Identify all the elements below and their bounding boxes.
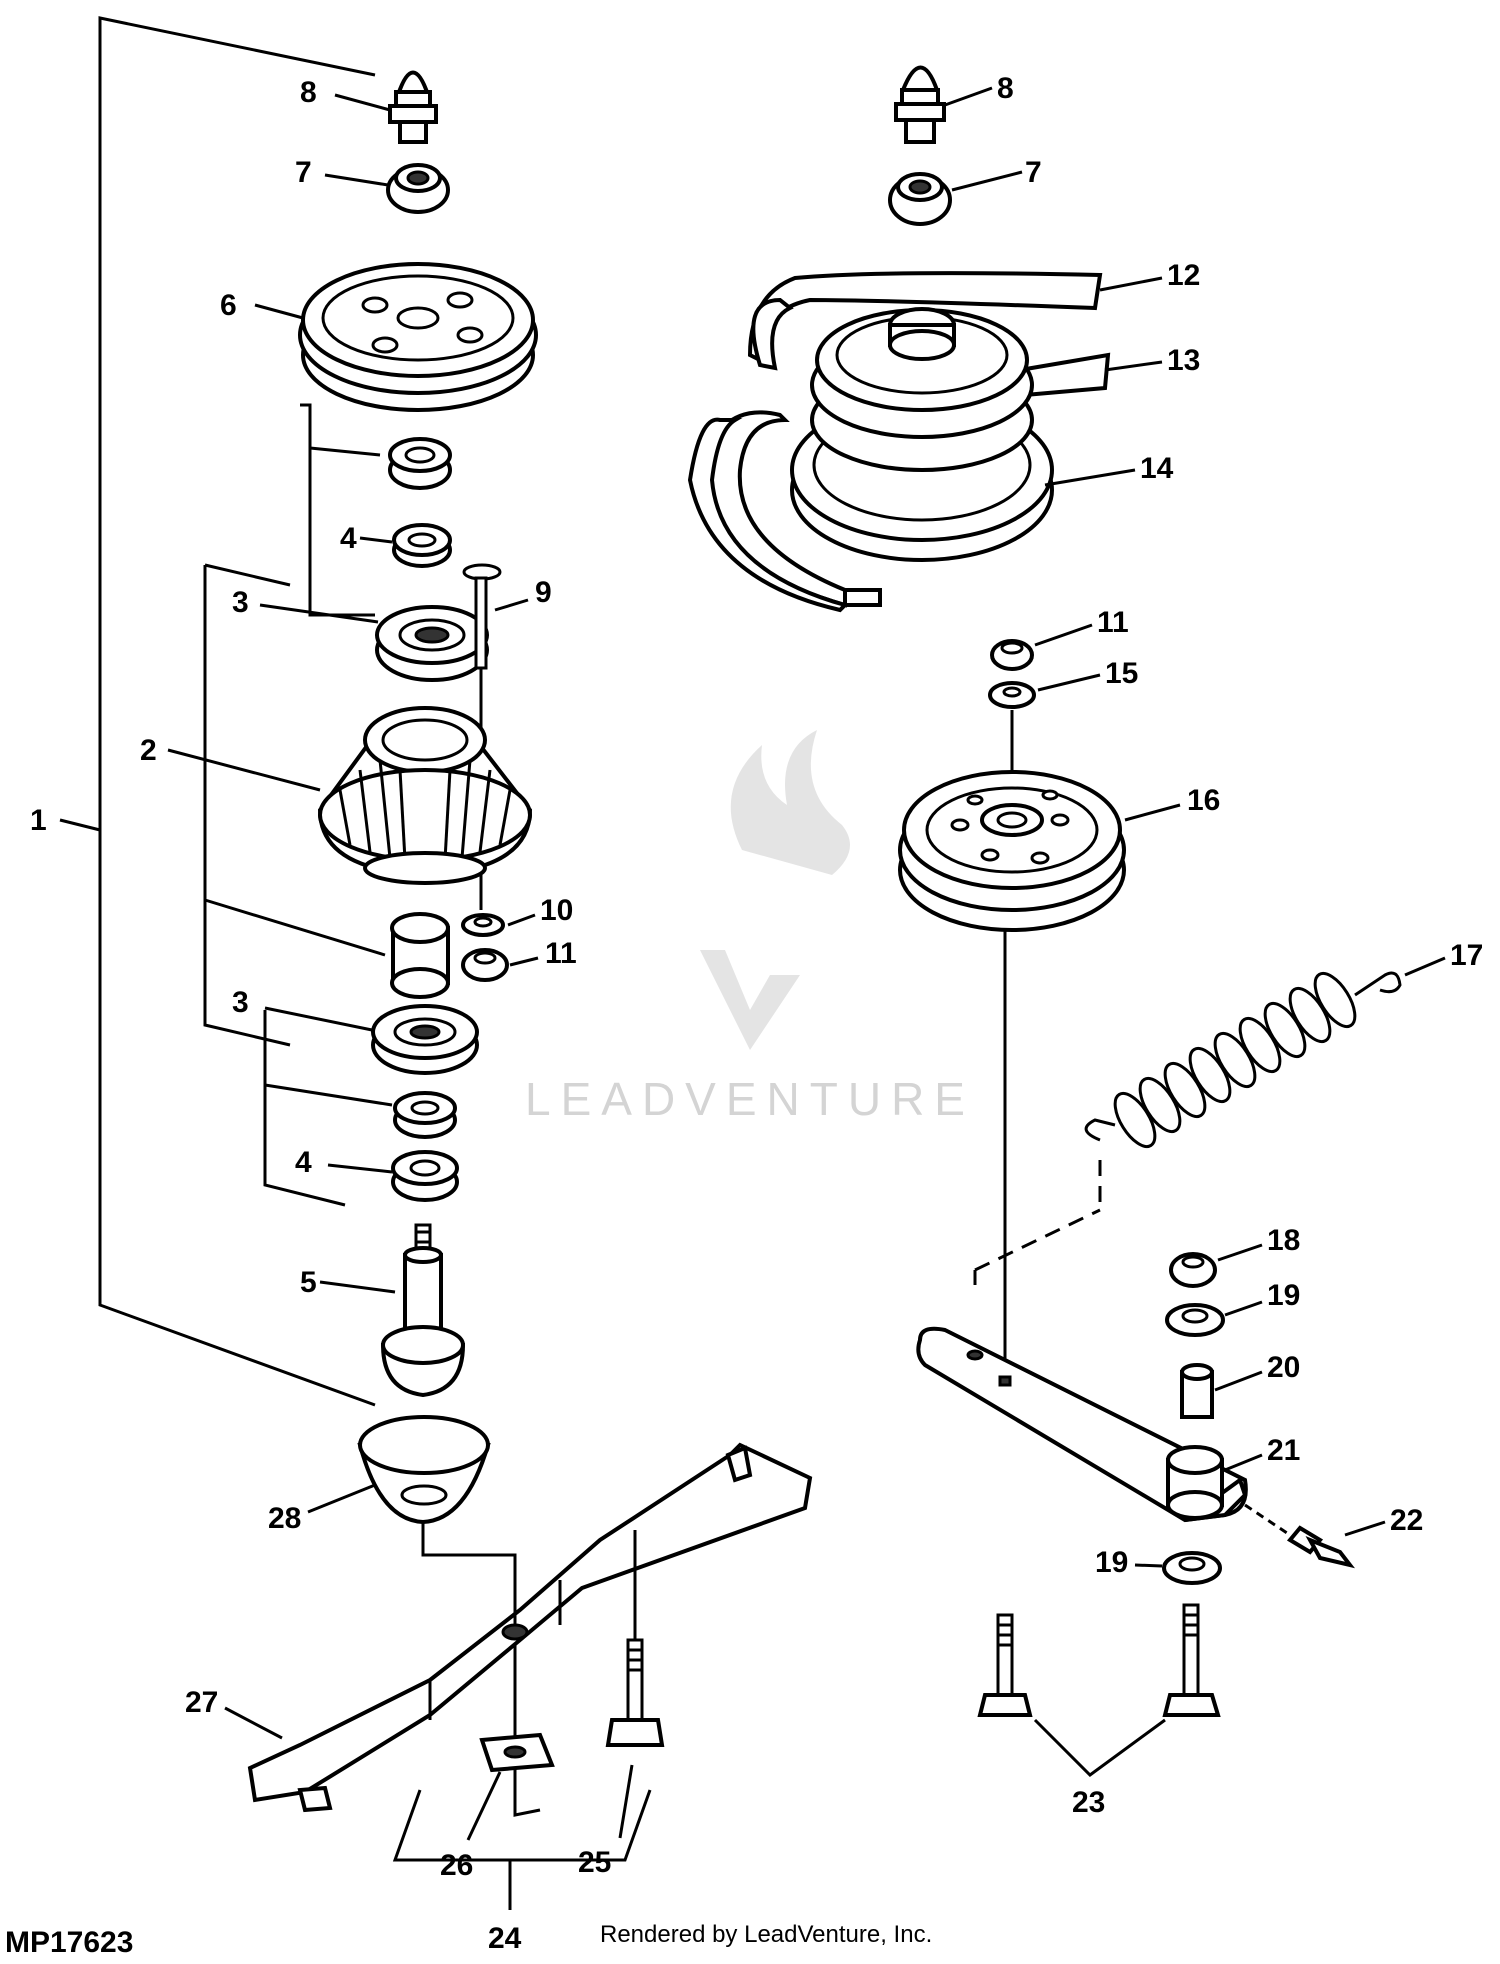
figure-code: MP17623 xyxy=(5,1926,133,1959)
render-credit: Rendered by LeadVenture, Inc. xyxy=(600,1921,932,1948)
part-21-bushing xyxy=(1166,1445,1224,1520)
callout-8-left: 8 xyxy=(300,76,317,109)
part-16-idler-pulley xyxy=(898,770,1126,932)
callout-26: 26 xyxy=(440,1849,473,1882)
bracket-1 xyxy=(59,16,376,1407)
part-17-spring xyxy=(1084,971,1402,1149)
callout-14: 14 xyxy=(1140,452,1174,485)
callout-15: 15 xyxy=(1105,657,1138,690)
callout-6: 6 xyxy=(220,289,237,322)
part-8-grease-fitting-left xyxy=(388,70,438,144)
callout-11-left: 11 xyxy=(545,937,577,970)
part-8-grease-fitting-right xyxy=(894,65,946,144)
part-6-pulley-left xyxy=(298,262,538,412)
part-22-stud xyxy=(1244,1503,1356,1569)
part-4-spacer-lower-1 xyxy=(393,1091,457,1139)
part-3-bearing-upper xyxy=(375,605,489,682)
callout-28: 28 xyxy=(268,1502,301,1535)
callout-labels: 1 2 3 3 4 4 5 6 7 7 8 8 9 10 11 11 12 13… xyxy=(30,72,1483,1955)
part-19-washer-lower xyxy=(1162,1551,1222,1585)
callout-2: 2 xyxy=(140,734,157,767)
callout-18: 18 xyxy=(1267,1224,1300,1257)
watermark: LEADVENTURE xyxy=(525,730,975,1125)
callout-13: 13 xyxy=(1167,344,1200,377)
callout-10: 10 xyxy=(540,894,573,927)
callout-24: 24 xyxy=(488,1922,522,1955)
part-2-spindle-housing xyxy=(317,706,533,885)
callout-7-left: 7 xyxy=(295,156,312,189)
callout-4-upper: 4 xyxy=(340,522,357,555)
part-5-spindle xyxy=(380,1223,466,1398)
part-28-cup xyxy=(357,1415,491,1525)
callout-1: 1 xyxy=(30,804,47,837)
part-12-13-14-pulleys-belts xyxy=(687,271,1111,613)
part-11-nut-left xyxy=(461,948,509,982)
callout-17: 17 xyxy=(1450,939,1483,972)
part-15-washer xyxy=(988,681,1036,709)
watermark-text: LEADVENTURE xyxy=(525,1073,975,1125)
part-7-nut-right xyxy=(888,172,952,226)
callout-9: 9 xyxy=(535,576,552,609)
part-26-washer xyxy=(479,1732,555,1773)
callout-20: 20 xyxy=(1267,1351,1300,1384)
spacer-tube xyxy=(390,912,450,999)
part-23-bolts xyxy=(977,1603,1221,1717)
callout-12: 12 xyxy=(1167,259,1200,292)
callout-3-lower: 3 xyxy=(232,986,249,1019)
part-18-nut xyxy=(1169,1252,1217,1288)
part-3-bearing-lower xyxy=(371,1004,479,1075)
part-27-blade xyxy=(247,1442,813,1813)
callout-19-lower: 19 xyxy=(1095,1546,1128,1579)
part-4-spacer-upper-1 xyxy=(388,437,452,490)
callout-11-right: 11 xyxy=(1097,606,1129,639)
callout-3-upper: 3 xyxy=(232,586,249,619)
part-11-nut-right xyxy=(990,639,1034,671)
callout-22: 22 xyxy=(1390,1504,1423,1537)
callout-27: 27 xyxy=(185,1686,218,1719)
callout-25: 25 xyxy=(578,1846,611,1879)
callout-23: 23 xyxy=(1072,1786,1105,1819)
callout-19-upper: 19 xyxy=(1267,1279,1300,1312)
part-7-nut-left xyxy=(386,163,450,214)
callout-16: 16 xyxy=(1187,784,1220,817)
callout-21: 21 xyxy=(1267,1434,1300,1467)
part-4-spacer-upper-2 xyxy=(392,523,452,568)
part-25-bolt xyxy=(605,1530,665,1747)
callout-5: 5 xyxy=(300,1266,317,1299)
part-20-spacer xyxy=(1180,1363,1214,1419)
part-10-washer-left xyxy=(461,913,505,937)
callout-4-lower: 4 xyxy=(295,1146,312,1179)
part-4-spacer-lower-2 xyxy=(391,1150,459,1202)
callout-7-right: 7 xyxy=(1025,156,1042,189)
part-19-washer-upper xyxy=(1165,1303,1225,1337)
callout-8-right: 8 xyxy=(997,72,1014,105)
